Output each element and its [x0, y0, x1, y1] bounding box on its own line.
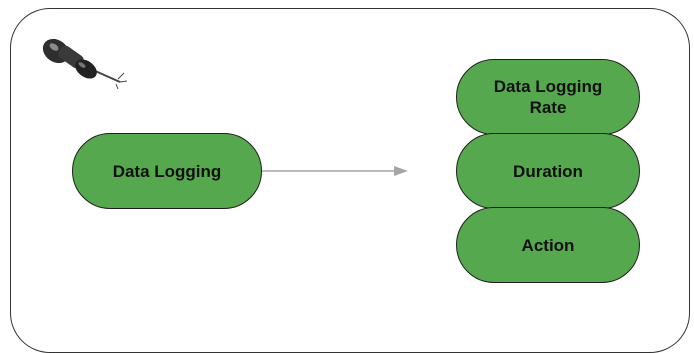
data-logging-node: Data Logging: [72, 133, 262, 209]
data-logging-rate-node: Data Logging Rate: [456, 59, 640, 135]
action-node: Action: [456, 207, 640, 283]
duration-node-label: Duration: [513, 161, 583, 181]
action-node-label: Action: [521, 235, 575, 255]
data-logging-node-label: Data Logging: [112, 161, 222, 181]
pushpin-icon: [42, 38, 128, 90]
data-logging-rate-node-label: Data Logging Rate: [493, 77, 603, 117]
connector-arrow: [262, 166, 408, 176]
duration-node: Duration: [456, 133, 640, 209]
